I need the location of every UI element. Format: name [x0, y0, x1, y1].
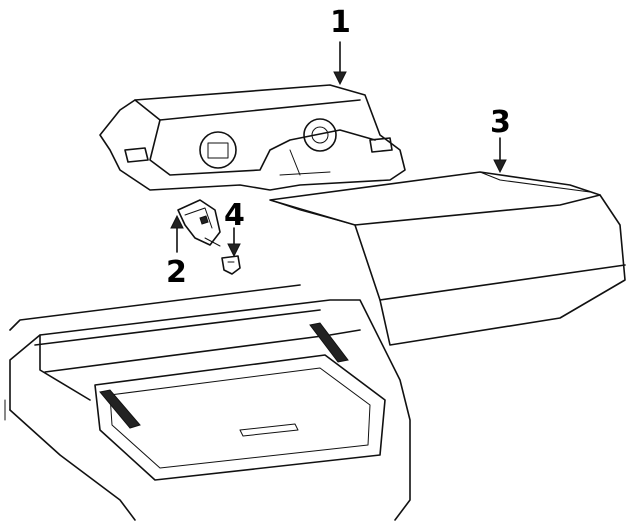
callout-2: 2	[166, 255, 187, 290]
bulb-part-4	[221, 255, 241, 275]
slot-left	[99, 389, 141, 429]
callout-1: 1	[330, 5, 351, 40]
clip-part-2	[177, 199, 221, 247]
lower-console	[4, 284, 411, 521]
callout-4: 4	[224, 198, 245, 233]
callout-3: 3	[490, 105, 511, 140]
cover-lid-part-3	[269, 171, 626, 346]
lamp-housing-part-1	[99, 84, 406, 191]
slot-right	[309, 322, 349, 363]
socket-left	[199, 131, 237, 169]
socket-right	[303, 118, 337, 152]
callout-arrows	[170, 41, 507, 258]
